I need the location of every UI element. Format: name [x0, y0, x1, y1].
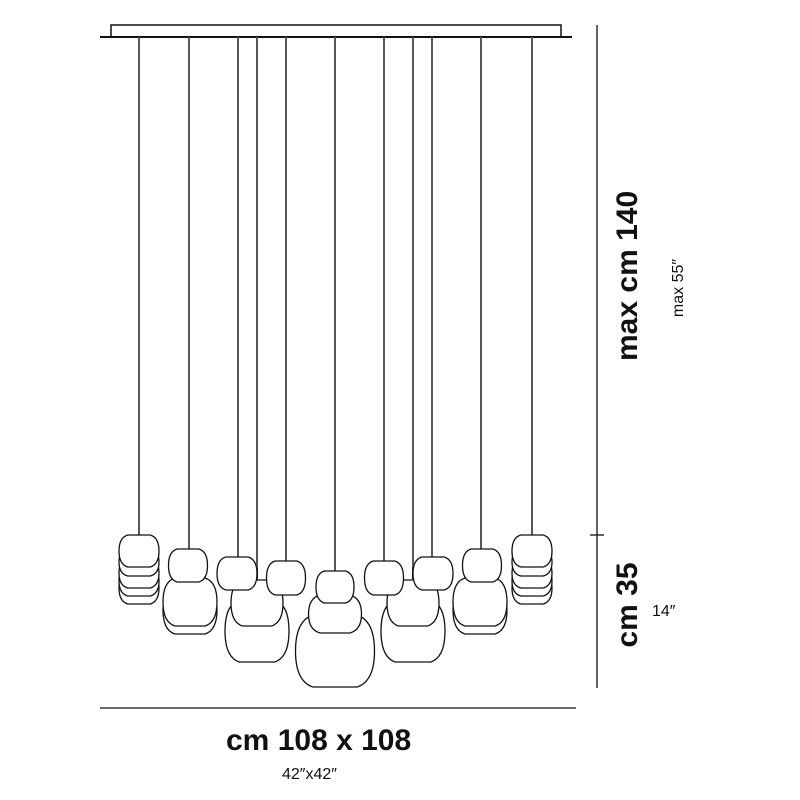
glass-globe	[511, 534, 553, 568]
suspension-cables	[138, 37, 533, 580]
glass-globe	[315, 570, 355, 604]
glass-globe	[461, 548, 503, 583]
max-height-in-label: max 55″	[670, 258, 687, 318]
cluster-height-cm-label: cm 35	[611, 562, 644, 648]
glass-globe	[162, 577, 218, 627]
glass-globe	[167, 548, 209, 583]
max-height-cm-label: max cm 140	[611, 190, 644, 361]
glass-globe	[294, 614, 376, 688]
pendant-lamps	[118, 534, 553, 688]
glass-globe	[452, 577, 508, 627]
glass-globe	[307, 594, 363, 634]
glass-globe	[216, 556, 258, 591]
glass-globe	[118, 534, 160, 568]
width-cm-label: cm 108 x 108	[226, 724, 412, 757]
glass-globe	[363, 560, 405, 596]
cluster-height-in-label: 14″	[652, 603, 676, 620]
width-in-label: 42″x42″	[282, 766, 337, 783]
glass-globe	[265, 560, 307, 596]
ceiling-canopy	[110, 24, 562, 38]
glass-globe	[412, 556, 454, 591]
